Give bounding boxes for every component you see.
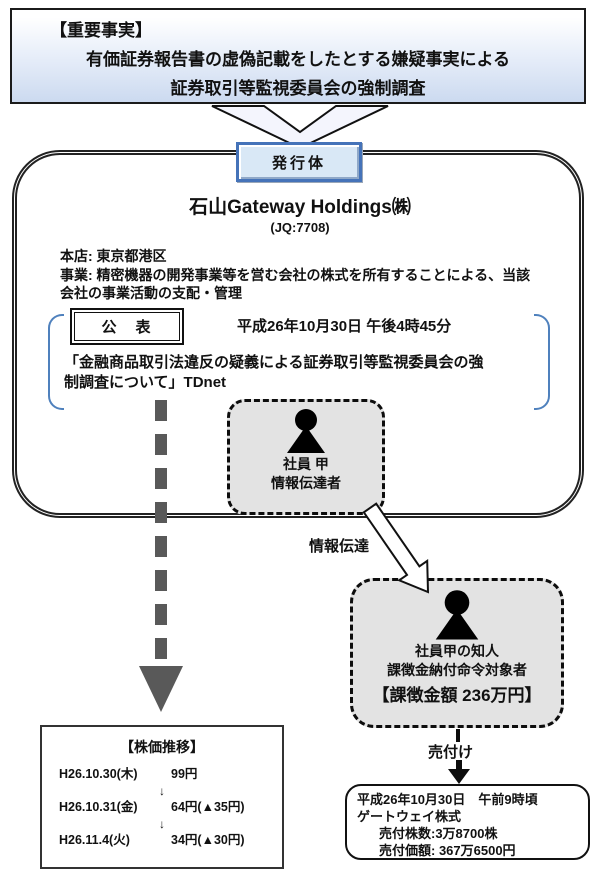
stock-date: H26.11.4(火) [59, 833, 130, 847]
issuer-tag-label: 発行体 [271, 154, 326, 172]
stock-row: H26.10.31(金) 64円(▲35円) [59, 799, 282, 816]
stock-price-title: 【株価推移】 [120, 739, 204, 755]
transfer-label: 情報伝達 [306, 535, 373, 556]
dashed-down-arrow-icon [139, 400, 183, 712]
announcement-label-box: 公 表 [70, 308, 184, 345]
acquaintance-role: 課徴金納付命令対象者 [387, 662, 527, 678]
right-bracket [534, 314, 550, 410]
transfer-arrow-icon [362, 502, 430, 594]
announcement-label: 公 表 [74, 312, 180, 341]
business-line1: 事業: 精密機器の開発事業等を営む会社の株式を所有することによる、当該 [60, 267, 531, 283]
announcement-datetime: 平成26年10月30日 午後4時45分 [237, 318, 452, 335]
left-bracket [48, 314, 64, 410]
stock-date: H26.10.31(金) [59, 800, 138, 814]
sale-datetime: 平成26年10月30日 午前9時頃 [357, 792, 538, 807]
acquaintance-box: 社員甲の知人 課徴金納付命令対象者 【課徴金額 236万円】 [350, 578, 564, 728]
employee-box: 社員 甲 情報伝達者 [227, 399, 385, 515]
stock-price: 34円(▲30円) [171, 833, 245, 847]
banner-text-line3: 証券取引等監視委員会の強制調査 [170, 79, 426, 98]
sell-connector-line [456, 729, 460, 742]
sale-amount: 売付価額: 367万6500円 [379, 843, 516, 858]
issuer-tag: 発行体 [236, 142, 362, 182]
stock-price: 64円(▲35円) [171, 800, 245, 814]
business-line2: 会社の事業活動の支配・管理 [60, 285, 242, 301]
employee-role: 情報伝達者 [271, 475, 341, 491]
acquaintance-name: 社員甲の知人 [415, 643, 499, 659]
banner-heading: 【重要事実】 [50, 21, 152, 40]
announcement-title-line2: 制調査について」TDnet [64, 374, 227, 391]
banner-text-line2: 有価証券報告書の虚偽記載をしたとする嫌疑事実による [86, 50, 510, 69]
stock-row: H26.10.30(木) 99円 [59, 766, 282, 783]
sell-down-arrow-icon [448, 760, 470, 784]
announcement-title-line1: 「金融商品取引法違反の疑義による証券取引等監視委員会の強 [64, 354, 484, 371]
ticker-code: (JQ:7708) [270, 220, 330, 235]
head-office-line: 本店: 東京都港区 [60, 248, 167, 264]
stock-price: 99円 [171, 767, 198, 781]
sell-label: 売付け [428, 744, 474, 761]
penalty-amount: 【課徴金額 236万円】 [372, 686, 542, 705]
sale-detail-box: 平成26年10月30日 午前9時頃 ゲートウェイ株式 売付株数:3万8700株 … [345, 784, 590, 860]
stock-price-box: 【株価推移】 H26.10.30(木) 99円 ↓ H26.10.31(金) 6… [40, 725, 284, 869]
person-icon [435, 590, 479, 640]
employee-name: 社員 甲 [283, 456, 329, 472]
down-arrow-glyph: ↓ [159, 784, 165, 798]
down-arrow-glyph: ↓ [159, 817, 165, 831]
person-icon [287, 409, 325, 453]
stock-row: H26.11.4(火) 34円(▲30円) [59, 832, 282, 849]
company-name: 石山Gateway Holdings㈱ [189, 197, 411, 218]
important-fact-banner: 【重要事実】 有価証券報告書の虚偽記載をしたとする嫌疑事実による 証券取引等監視… [10, 8, 586, 104]
sale-stock-name: ゲートウェイ株式 [357, 809, 462, 824]
sale-shares: 売付株数:3万8700株 [379, 826, 498, 841]
stock-date: H26.10.30(木) [59, 767, 138, 781]
